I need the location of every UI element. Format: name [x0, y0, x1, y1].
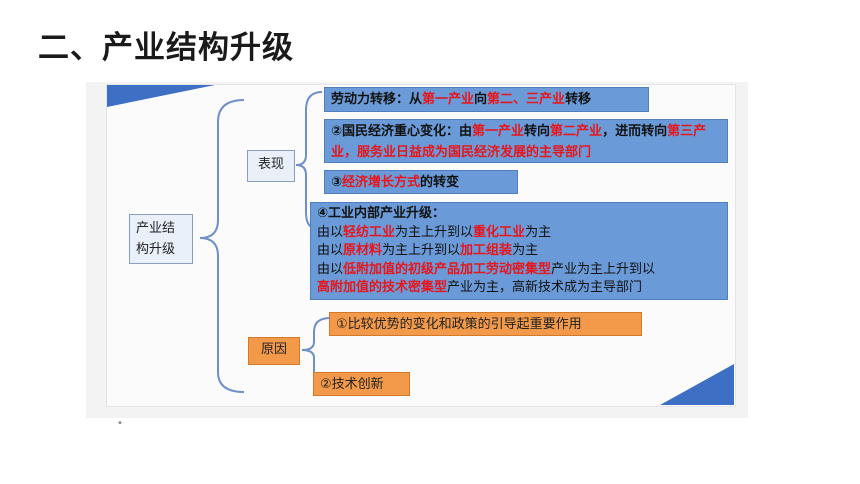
text: 的转变	[420, 175, 460, 190]
text: 由以	[317, 261, 344, 277]
highlight: 第一产业	[422, 92, 475, 107]
text: 为主上升到以	[382, 243, 461, 258]
text: ，进而转向	[602, 124, 668, 139]
text: 转向	[524, 124, 551, 139]
text: 为主上升到以	[395, 224, 474, 240]
text: 向	[474, 92, 488, 107]
text: ②国民经济重心变化：由	[331, 124, 473, 139]
upgrade-line-1: 由以轻纺工业为主上升到以重化工业为主	[317, 224, 721, 243]
highlight: 低附加值的初级产品加工劳动密集型	[343, 261, 552, 277]
root-node: 产业结 构升级	[129, 214, 193, 264]
upgrade-line-2: 由以原材料为主上升到以加工组装为主	[317, 242, 721, 261]
text: 劳动力转移：从	[331, 92, 423, 107]
highlight: 第三产业，服务业日益成为国民经济发展的主导部门	[331, 124, 707, 160]
highlight: 第二、三产业	[487, 92, 566, 107]
highlight: 加工组装	[460, 243, 513, 258]
upgrade-line-3: 由以低附加值的初级产品加工劳动密集型产业为主上升到以	[317, 261, 721, 280]
corner-decoration-top-left	[107, 85, 215, 107]
highlight: 轻纺工业	[343, 224, 396, 240]
reason-tech-innovation: ②技术创新	[313, 372, 410, 396]
highlight: 经济增长方式	[342, 175, 421, 190]
root-bracket	[199, 99, 245, 393]
text: ③	[331, 175, 343, 190]
small-mark-icon: •	[117, 418, 123, 429]
corner-decoration-bottom-right	[660, 364, 734, 405]
page-title: 二、产业结构升级	[38, 30, 294, 66]
highlight: 高附加值的技术密集型	[317, 280, 448, 295]
text: 转移	[565, 92, 592, 107]
text: 产业为主上升到以	[551, 261, 656, 277]
text: 为主	[525, 224, 552, 240]
item-industry-upgrade: ④工业内部产业升级： 由以轻纺工业为主上升到以重化工业为主 由以原材料为主上升到…	[310, 202, 728, 300]
biaoxian-bracket	[295, 91, 323, 229]
item-growth-mode: ③经济增长方式的转变	[324, 170, 518, 194]
text: 由以	[317, 224, 344, 240]
branch-yuanyin: 原因	[248, 337, 300, 365]
upgrade-line-4: 高附加值的技术密集型产业为主，高新技术成为主导部门	[317, 279, 721, 298]
reason-comparative-advantage: ①比较优势的变化和政策的引导起重要作用	[329, 312, 642, 336]
item-economic-center: ②国民经济重心变化：由第一产业转向第二产业，进而转向第三产业，服务业日益成为国民…	[324, 119, 728, 163]
highlight: 重化工业	[473, 224, 526, 240]
highlight: 第一产业	[472, 124, 525, 139]
highlight: 原材料	[343, 243, 383, 258]
highlight: 第二产业	[550, 124, 603, 139]
item-heading: ④工业内部产业升级：	[317, 206, 446, 221]
branch-biaoxian: 表现	[247, 150, 295, 182]
root-label-line2: 构升级	[136, 242, 176, 257]
text: 由以	[317, 243, 344, 258]
text: 为主	[512, 243, 539, 258]
text: 产业为主，高新技术成为主导部门	[447, 280, 643, 295]
root-label-line1: 产业结	[136, 221, 176, 236]
item-labor-transfer: 劳动力转移：从第一产业向第二、三产业转移	[324, 87, 649, 112]
